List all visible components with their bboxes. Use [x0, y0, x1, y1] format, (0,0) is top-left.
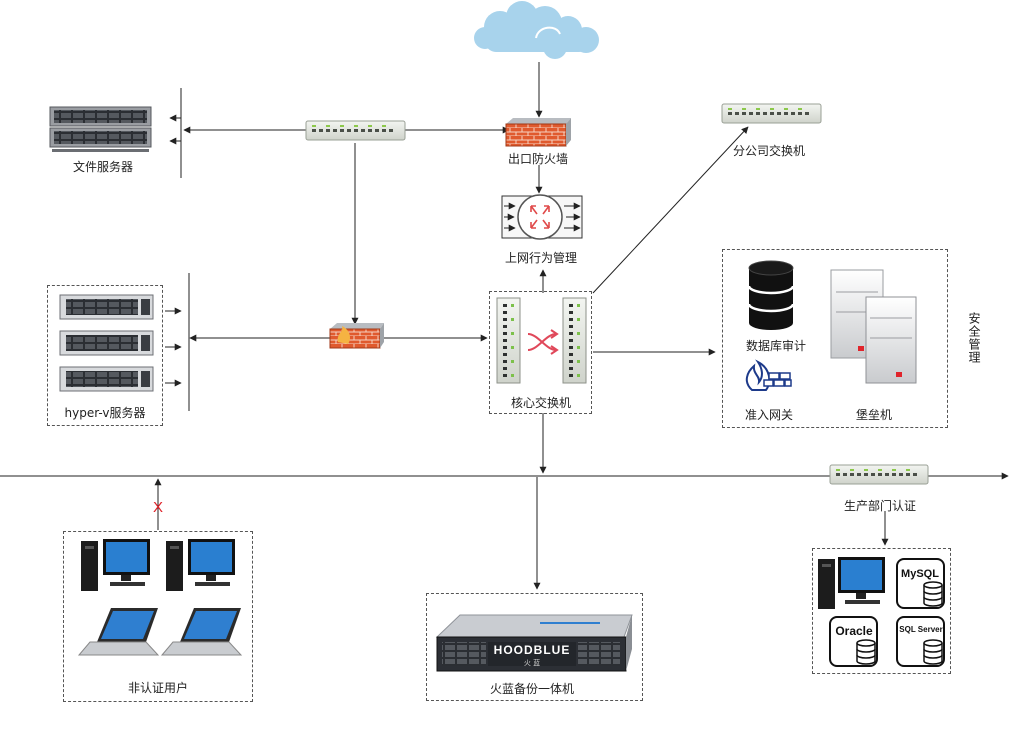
internet-cloud: [474, 1, 599, 59]
bastion-label: 堡垒机: [855, 408, 893, 422]
branch-switch-label: 分公司交换机: [732, 144, 806, 158]
link-core-branch: [592, 126, 749, 294]
behavior-mgmt-label: 上网行为管理: [504, 251, 578, 265]
unauth-users-box: [63, 531, 253, 702]
db-oracle-label: Oracle: [835, 624, 873, 638]
top-switch: [305, 120, 406, 141]
backup-appliance-device: [435, 614, 633, 672]
production-devices: [818, 557, 945, 667]
db-audit-device: [747, 260, 795, 330]
bastion-device: [830, 269, 917, 384]
db-audit-label: 数据库审计: [745, 339, 807, 353]
db-mysql-label: MySQL: [901, 568, 939, 580]
db-sqlserver-label: SQL Server: [899, 625, 942, 634]
exit-firewall-label: 出口防火墙: [507, 152, 569, 166]
backup-appliance-label: 火蓝备份一体机: [489, 682, 575, 696]
file-server-label: 文件服务器: [72, 160, 134, 174]
blocked-mark: X: [153, 499, 163, 516]
core-firewall-device: [329, 323, 384, 349]
production-box: [812, 548, 951, 674]
production-switch-device: [829, 464, 929, 485]
branch-switch-device: [721, 103, 822, 124]
access-gateway-device: [745, 359, 792, 391]
hyperv-label: hyper-v服务器: [64, 406, 146, 420]
unauth-users-devices: [77, 539, 243, 656]
file-server-device: [49, 106, 152, 152]
exit-firewall-device: [505, 118, 571, 147]
brand-logo: HOODBLUE: [494, 643, 571, 657]
security-mgmt-label: 安全管理: [967, 312, 981, 364]
security-group-box: [722, 249, 948, 428]
core-switch-label: 核心交换机: [510, 396, 572, 410]
hyperv-rack: [59, 294, 154, 392]
core-switch-box: [489, 291, 592, 414]
access-gateway-label: 准入网关: [744, 408, 794, 422]
backup-box: [426, 593, 643, 701]
brand-sub: 火 蓝: [524, 658, 540, 667]
hyperv-group-box: [47, 285, 163, 426]
behavior-mgmt-device: [501, 194, 583, 240]
unauth-users-label: 非认证用户: [127, 681, 189, 695]
core-switch-device: [496, 297, 587, 384]
production-auth-label: 生产部门认证: [843, 499, 917, 513]
